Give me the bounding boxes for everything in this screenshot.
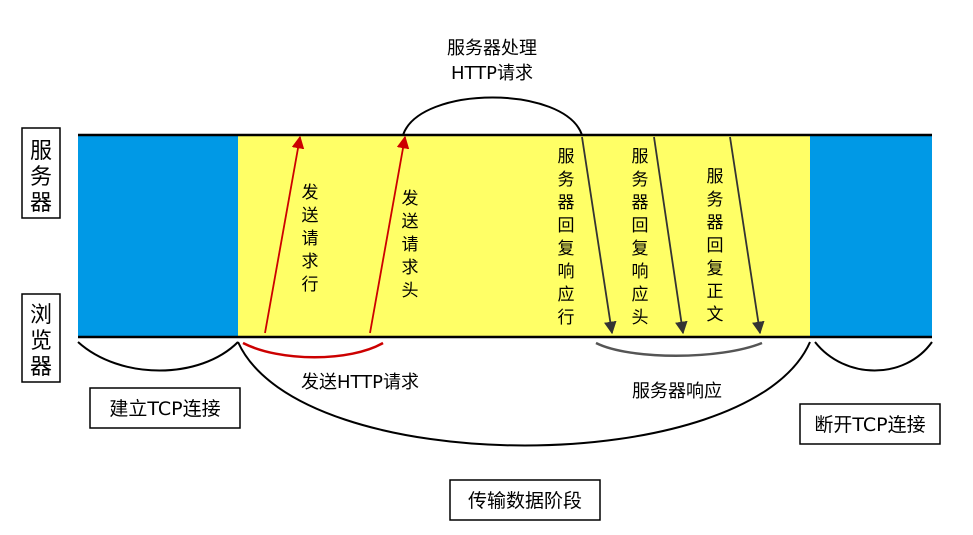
vertical-label-char: 求 (302, 252, 319, 272)
vertical-label-char: 请 (302, 229, 319, 249)
transfer-phase-label: 传输数据阶段 (468, 490, 582, 512)
vertical-label-char: 器 (707, 213, 724, 233)
request-line-arrow (264, 135, 305, 334)
vertical-label-char: 发 (302, 183, 319, 203)
vertical-label-char: 器 (558, 193, 575, 213)
vertical-label-char: 送 (402, 212, 419, 232)
server-processing-label-line2: HTTP请求 (451, 63, 533, 84)
send-request-header-label: 发 送 请 求 头 (402, 189, 419, 301)
establish-tcp-label: 建立TCP连接 (109, 398, 220, 420)
tcp-close-brace (814, 341, 933, 372)
transfer-phase-box: 传输数据阶段 (449, 479, 601, 521)
send-request-brace (242, 341, 384, 359)
browser-label-box: 浏 览 器 (21, 293, 61, 383)
vertical-label-char: 复 (558, 239, 575, 259)
establish-tcp-box: 建立TCP连接 (89, 387, 241, 429)
close-tcp-label: 断开TCP连接 (814, 414, 925, 436)
vertical-label-char: 器 (632, 193, 649, 213)
vertical-label-char: 服 (632, 147, 649, 167)
tcp-connect-brace (77, 341, 239, 372)
vertical-label-char: 请 (402, 235, 419, 255)
vertical-label-char: 响 (558, 262, 575, 282)
vertical-label-char: 回 (707, 236, 724, 256)
server-response-brace (595, 341, 763, 357)
server-label-char: 器 (30, 191, 52, 216)
vertical-label-char: 发 (402, 189, 419, 209)
send-http-request-label: 发送HTTP请求 (301, 372, 419, 393)
vertical-label-char: 求 (402, 258, 419, 278)
vertical-label-char: 文 (707, 305, 724, 325)
close-tcp-box: 断开TCP连接 (799, 403, 941, 445)
vertical-label-char: 响 (632, 262, 649, 282)
vertical-label-char: 应 (632, 285, 649, 305)
browser-label-char: 览 (30, 329, 52, 354)
server-response-line-label: 服 务 器 回 复 响 应 行 (558, 147, 575, 328)
send-request-line-label: 发 送 请 求 行 (302, 183, 319, 295)
vertical-label-char: 回 (558, 216, 575, 236)
browser-label-char: 浏 (30, 303, 52, 328)
vertical-label-char: 复 (707, 259, 724, 279)
vertical-label-char: 正 (707, 282, 724, 302)
server-response-header-label: 服 务 器 回 复 响 应 头 (632, 147, 649, 328)
vertical-label-char: 务 (707, 190, 724, 210)
vertical-label-char: 头 (402, 281, 419, 301)
response-header-arrow (653, 136, 688, 335)
server-processing-label-line1: 服务器处理 (447, 38, 537, 59)
response-body-arrow (729, 136, 765, 335)
vertical-label-char: 应 (558, 285, 575, 305)
tcp-connect-band (78, 135, 238, 337)
vertical-label-char: 行 (302, 275, 319, 295)
server-label-box: 服 务 器 (21, 127, 61, 219)
browser-label-char: 器 (30, 355, 52, 380)
tcp-close-band (810, 135, 932, 337)
vertical-label-char: 服 (558, 147, 575, 167)
vertical-label-char: 头 (632, 308, 649, 328)
vertical-label-char: 复 (632, 239, 649, 259)
server-processing-arc (402, 96, 583, 136)
request-header-arrow (369, 135, 410, 334)
server-label-char: 服 (30, 139, 52, 164)
vertical-label-char: 务 (632, 170, 649, 190)
vertical-label-char: 回 (632, 216, 649, 236)
response-line-arrow (581, 136, 617, 335)
vertical-label-char: 送 (302, 206, 319, 226)
vertical-label-char: 服 (707, 167, 724, 187)
server-response-label: 服务器响应 (632, 381, 722, 402)
transfer-band (238, 135, 810, 337)
server-response-body-label: 服 务 器 回 复 正 文 (707, 167, 724, 325)
vertical-label-char: 行 (558, 308, 575, 328)
transfer-phase-brace (237, 341, 811, 447)
vertical-label-char: 务 (558, 170, 575, 190)
server-label-char: 务 (30, 165, 52, 190)
